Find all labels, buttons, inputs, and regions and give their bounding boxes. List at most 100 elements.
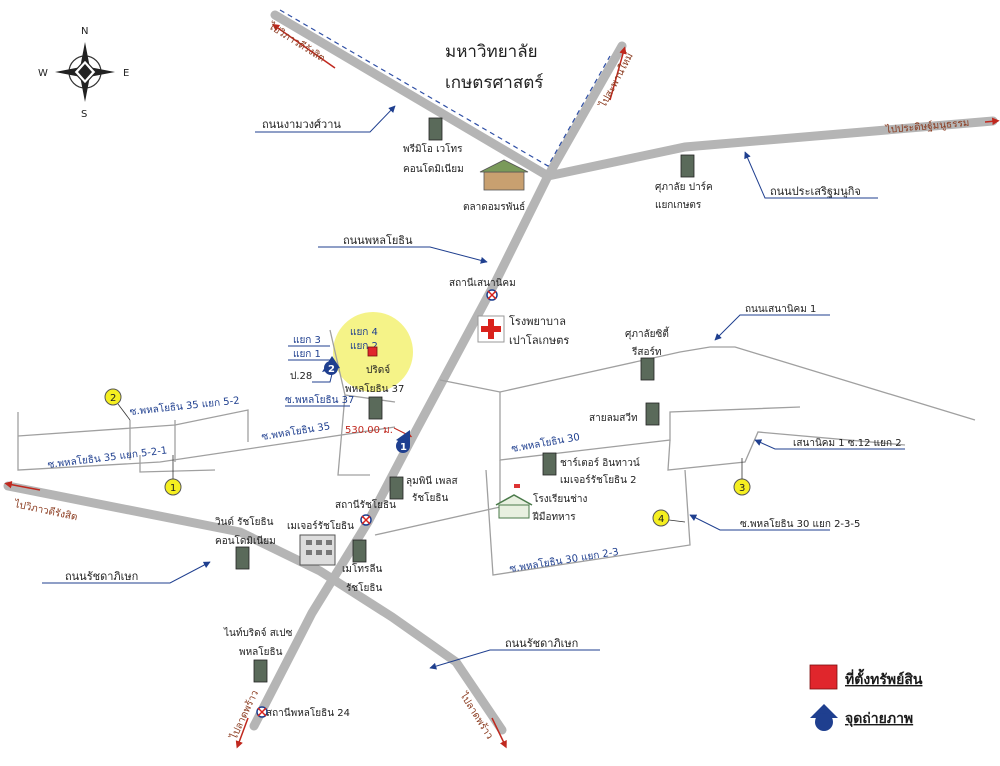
label-senanikom1: ถนนเสนานิคม 1 (714, 304, 830, 341)
road-prasert-label: ถนนประเสริฐมนูกิจ (770, 185, 861, 198)
label-ratchada-left: ถนนรัชดาภิเษก (42, 561, 211, 584)
building-icon (389, 476, 404, 500)
road-ratchadaphisek (3, 481, 507, 735)
building-icon (428, 117, 443, 141)
yellow-marker-4: 4 (658, 514, 664, 525)
label-ngamwongwan: ถนนงามวงศ์วาน (255, 105, 396, 133)
hospital-icon (477, 315, 505, 343)
metro-label-1: เมโทรลีน (342, 562, 382, 575)
market-label: ตลาดอมรพันธ์ (463, 201, 525, 213)
building-icon (235, 546, 250, 570)
saylom-label: สายลมสวีท (589, 412, 638, 424)
sukalai-city-label-1: ศุภาลัยซิตี้ (625, 326, 670, 340)
label-ratchada-bottom: ถนนรัชดาภิเษก (429, 637, 600, 670)
building-icon (352, 539, 367, 563)
compass-south: S (81, 109, 87, 120)
school-icon (495, 484, 533, 519)
minor-roads (17, 329, 976, 576)
building-icon (640, 357, 655, 381)
p28-label: ป.28 (290, 371, 312, 382)
yellow-marker-1: 1 (170, 483, 176, 494)
photo-point-1: 1 (396, 430, 410, 453)
property-label-2: พหลโยธิน 37 (345, 382, 404, 395)
legend: ที่ตั้งทรัพย์สิน จุดถ่ายภาพ (809, 664, 923, 731)
knightsbridge-label-1: ไนท์บริดจ์ สเปซ (223, 627, 293, 639)
road-prasert (543, 116, 998, 181)
soi35-label: ซ.พหลโยธิน 35 (260, 419, 331, 443)
sukalai-park-label-2: แยกเกษตร (655, 200, 702, 211)
property-marker (367, 346, 378, 357)
sukalai-city-label-2: รีสอร์ท (631, 346, 661, 358)
charter-label-2: เมเจอร์รัชโยธิน 2 (560, 473, 637, 486)
school-label-2: ฝีมือทหาร (532, 511, 576, 523)
road-phahon-label: ถนนพหลโยธิน (343, 233, 413, 247)
umpini-label-1: ลุมพินี เพลส (406, 475, 458, 487)
photo-point-2: 2 (322, 356, 340, 375)
buildings (235, 117, 695, 683)
umpini-label-2: รัชโยธิน (412, 491, 448, 504)
major-building-icon (299, 534, 336, 566)
yellow-markers: 2 1 3 4 (104, 388, 751, 527)
premio-label-1: พรีมิโอ เวโทร (403, 142, 463, 155)
building-icon (645, 402, 660, 426)
soi35-525-label: ซ.พหลโยธิน 35 แยก 5-2 (129, 394, 240, 418)
compass-west: W (38, 68, 48, 79)
compass-east: E (123, 68, 129, 79)
road-ngamwongwan (270, 10, 553, 181)
label-phahon: ถนนพหลโยธิน (318, 233, 488, 264)
station-ratchayothin-label: สถานีรัชโยธิน (335, 498, 396, 511)
charter-label-1: ชาร์เตอร์ อินทาวน์ (560, 457, 640, 469)
road-ngamwongwan-label: ถนนงามวงศ์วาน (262, 118, 341, 131)
compass: N S W E (38, 26, 129, 120)
yaek3-label: แยก 3 (293, 335, 321, 346)
yellow-marker-3: 3 (739, 483, 745, 494)
soi30-23-label: ซ.พหลโยธิน 30 แยก 2-3 (508, 545, 619, 575)
wind-label-2: คอนโดมิเนียม (215, 534, 276, 547)
legend-photo-label: จุดถ่ายภาพ (845, 711, 913, 727)
building-icon (680, 154, 695, 178)
label-prasert: ถนนประเสริฐมนูกิจ (744, 151, 878, 199)
legend-property-swatch (809, 664, 838, 690)
road-ratchada-bottom-label: ถนนรัชดาภิเษก (505, 637, 578, 650)
school-label-1: โรงเรียนช่าง (533, 492, 588, 505)
soi37-label: ซ.พหลโยธิน 37 (285, 393, 354, 406)
premio-label-2: คอนโดมิเนียม (403, 162, 464, 175)
label-senanikom-soi: เสนานิคม 1 ซ.12 แยก 2 (754, 438, 905, 450)
university-boundary (279, 9, 611, 167)
university-name-line2: เกษตรศาสตร์ (445, 73, 543, 93)
soi-senanikom-label: เสนานิคม 1 ซ.12 แยก 2 (793, 438, 902, 449)
distance-label: 530.00 ม. (345, 425, 393, 436)
property-label-1: ปริดจ์ (366, 364, 390, 376)
yellow-marker-2: 2 (110, 393, 116, 404)
soi30-235-label: ซ.พหลโยธิน 30 แยก 2-3-5 (740, 517, 860, 530)
bts-station-icons (256, 289, 498, 718)
label-yaek: แยก 4 แยก 3 แยก 2 แยก 1 ป.28 (288, 327, 378, 383)
metro-label-2: รัชโยธิน (346, 581, 382, 594)
market-icon (479, 159, 529, 191)
road-senanikom1-label: ถนนเสนานิคม 1 (745, 304, 816, 315)
soi35-5221-label: ซ.พหลโยธิน 35 แยก 5-2-1 (47, 443, 168, 471)
legend-photo-icon (810, 704, 838, 731)
road-ratchada-left-label: ถนนรัชดาภิเษก (65, 570, 138, 583)
compass-north: N (81, 26, 88, 37)
photo-point-2-number: 2 (328, 364, 335, 375)
university-name-line1: มหาวิทยาลัย (445, 42, 538, 62)
label-soi30-235: ซ.พหลโยธิน 30 แยก 2-3-5 (689, 514, 860, 531)
legend-property-label: ที่ตั้งทรัพย์สิน (845, 668, 923, 688)
major-label: เมเจอร์รัชโยธิน (287, 519, 354, 532)
building-icon (253, 659, 268, 683)
wind-label-1: วินด์ รัชโยธิน (215, 515, 274, 528)
direction-to-pradit-label: ไปประดิษฐ์มนูธรรม (884, 117, 970, 136)
yaek2-label: แยก 2 (350, 341, 378, 352)
label-soi37: ซ.พหลโยธิน 37 (285, 393, 354, 407)
hospital-label-2: เปาโลเกษตร (509, 333, 569, 347)
station-senanikom-label: สถานีเสนานิคม (449, 277, 516, 289)
yaek1-label: แยก 1 (293, 349, 321, 360)
knightsbridge-label-2: พหลโยธิน (239, 645, 283, 658)
main-roads (3, 10, 998, 735)
photo-point-1-number: 1 (400, 442, 407, 453)
hospital-label-1: โรงพยาบาล (509, 314, 566, 328)
station-phahon24-label: สถานีพหลโยธิน 24 (266, 706, 350, 719)
yaek4-label: แยก 4 (350, 327, 378, 338)
